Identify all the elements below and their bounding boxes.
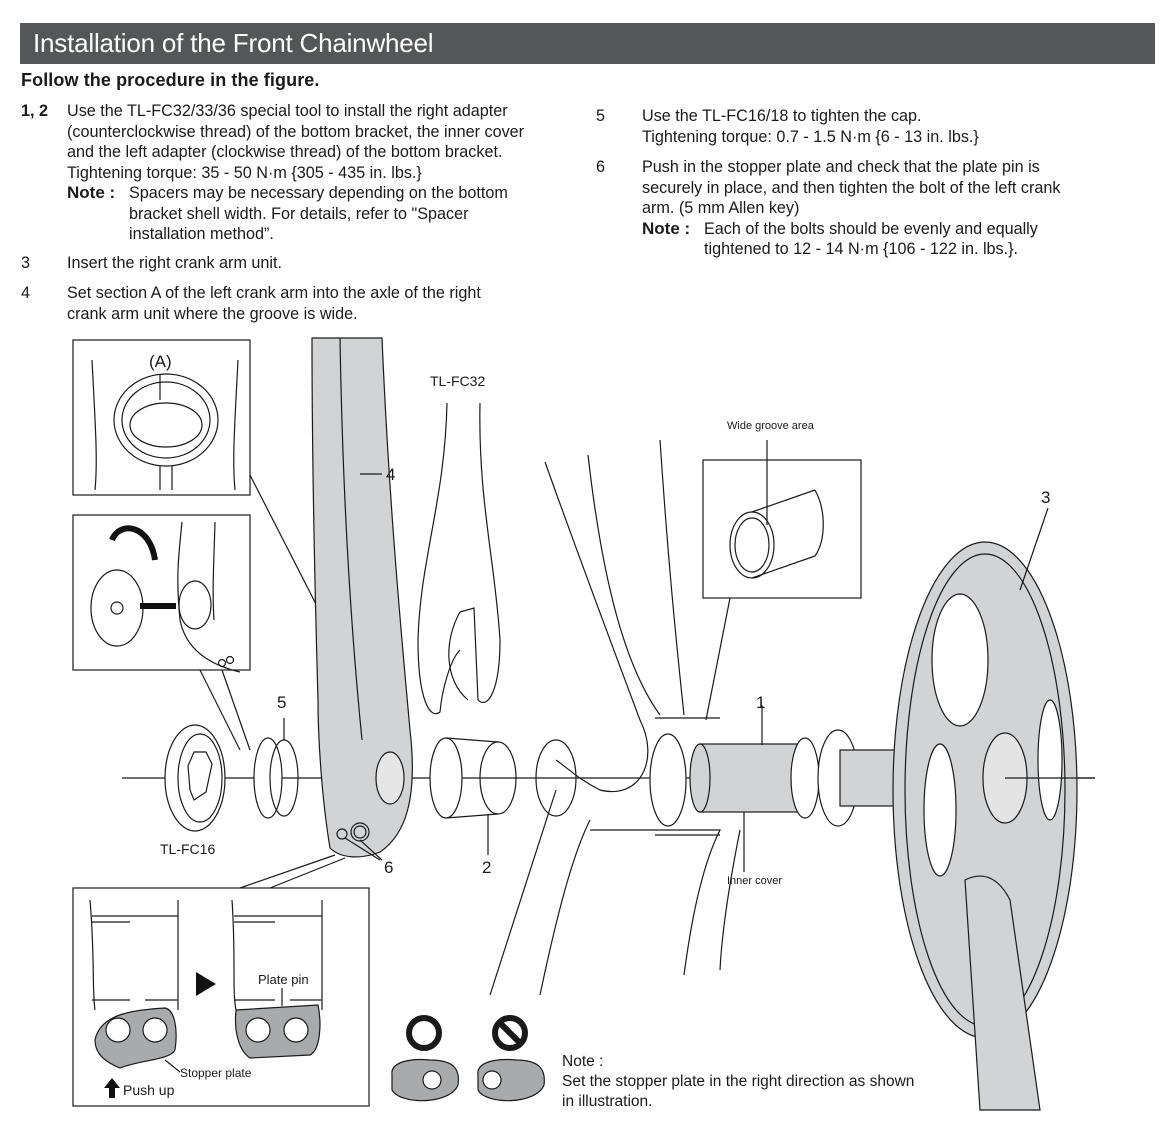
step-line: and the left adapter (clockwise thread) … (67, 143, 503, 161)
step-note: Note : Spacers may be necessary dependin… (67, 183, 524, 245)
label-stopper-plate: Stopper plate (180, 1066, 252, 1080)
exploded-diagram (72, 337, 1095, 1111)
note-line: Each of the bolts should be evenly and e… (704, 219, 1038, 238)
note-line: Spacers may be necessary depending on th… (129, 184, 508, 202)
inset-section-a (72, 339, 251, 496)
part-1-bottom-bracket (699, 743, 801, 813)
step-line: Use the TL-FC32/33/36 special tool to in… (67, 102, 508, 120)
arrow-right-icon (196, 972, 216, 996)
part-2-adapter (429, 737, 463, 819)
incorrect-orientation-icon (492, 1015, 528, 1051)
step-line: Insert the right crank arm unit. (67, 254, 283, 272)
label-push-up: Push up (123, 1082, 175, 1098)
correct-orientation-icon (406, 1015, 442, 1051)
step-line: arm. (5 mm Allen key) (642, 199, 800, 217)
step-number: 6 (596, 158, 606, 176)
label-part-2: 2 (482, 858, 492, 877)
note-label: Note : (642, 218, 691, 238)
part-5-cap (253, 737, 283, 819)
intro-text: Follow the procedure in the figure. (21, 70, 320, 90)
step-line: Set section A of the left crank arm into… (67, 284, 481, 302)
step-number: 5 (596, 107, 606, 125)
step-number: 4 (21, 284, 31, 302)
step-line: Push in the stopper plate and check that… (642, 158, 1040, 176)
bottom-note-label: Note : (562, 1053, 604, 1070)
step-line: (counterclockwise thread) of the bottom … (67, 122, 525, 141)
label-part-1: 1 (756, 693, 766, 712)
label-part-5: 5 (277, 693, 287, 712)
bottom-note: Note : Set the stopper plate in the righ… (562, 1052, 914, 1112)
label-part-4: 4 (386, 465, 396, 484)
page-title: Installation of the Front Chainwheel (33, 28, 434, 58)
step-line: securely in place, and then tighten the … (642, 178, 1061, 197)
plate-incorrect (477, 1058, 545, 1102)
label-inner-cover: Inner cover (727, 875, 783, 887)
tool-tl-fc16 (164, 724, 226, 832)
step-note: Note : Each of the bolts should be evenl… (642, 219, 1060, 260)
note-line: tightened to 12 - 14 N·m {106 - 122 in. … (704, 240, 1019, 258)
label-part-6: 6 (384, 858, 394, 877)
note-line: bracket shell width. For details, refer … (129, 204, 469, 223)
inset-stopper-plate (72, 887, 370, 1107)
label-tool-fc16: TL-FC16 (160, 841, 216, 857)
step-number: 1, 2 (21, 102, 49, 120)
left-crank-arm (311, 337, 413, 858)
step-number: 3 (21, 254, 31, 272)
inset-cap (72, 514, 251, 671)
note-line: installation method”. (129, 225, 274, 243)
step-line: Tightening torque: 35 - 50 N·m {305 - 43… (67, 163, 422, 182)
label-section-a: (A) (149, 352, 172, 371)
note-label: Note : (67, 183, 116, 202)
step-line: Use the TL-FC16/18 to tighten the cap. (642, 107, 922, 125)
step-line: Tightening torque: 0.7 - 1.5 N·m {6 - 13… (642, 127, 979, 146)
step-line: crank arm unit where the groove is wide. (67, 304, 358, 323)
label-plate-pin: Plate pin (258, 972, 309, 987)
label-part-3: 3 (1041, 488, 1051, 507)
tool-tl-fc32 (417, 402, 501, 715)
section-header: Installation of the Front Chainwheel (20, 23, 1155, 64)
arrow-up-icon (104, 1078, 120, 1098)
bottom-note-line: in illustration. (562, 1093, 653, 1110)
label-wide-groove: Wide groove area (727, 420, 814, 432)
inset-wide-groove (702, 459, 862, 599)
label-tool-fc32: TL-FC32 (430, 373, 486, 389)
bottom-note-line: Set the stopper plate in the right direc… (562, 1073, 915, 1090)
